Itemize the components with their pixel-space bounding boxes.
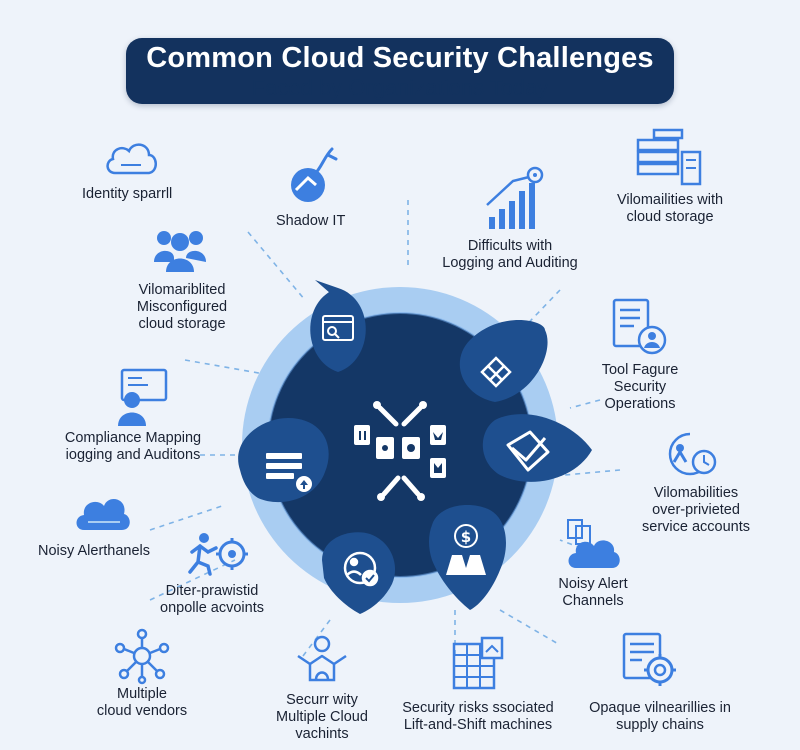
petal-user-check bbox=[322, 532, 396, 614]
connector-line bbox=[149, 504, 226, 531]
label-over-privileged-left: Diter-prawistid onpolle acvoints bbox=[160, 583, 264, 616]
label-over-privileged-accounts: Vilomabilities over-privieted service ac… bbox=[642, 485, 750, 535]
shadow-it-icon bbox=[291, 147, 338, 202]
label-multiple-cloud-vendors: Multiple cloud vendors bbox=[96, 686, 188, 719]
diamond-network-icon bbox=[480, 356, 512, 388]
grid-table-icon bbox=[452, 636, 504, 690]
label-security-multiple-cloud: Securr wity Multiple Cloud vachints bbox=[276, 692, 368, 742]
petal-diamond-network bbox=[459, 320, 548, 402]
browser-search-icon bbox=[322, 315, 354, 341]
label-misconfigured-cloud-storage: Vilomariblited Misconfigured cloud stora… bbox=[136, 282, 228, 332]
document-user-icon bbox=[612, 298, 667, 355]
person-raise-icon bbox=[297, 635, 347, 682]
connector-line bbox=[184, 359, 271, 376]
cloud-filled-icon bbox=[76, 499, 130, 530]
network-hub-icon bbox=[114, 628, 170, 685]
petal-dollar-user: $ bbox=[429, 505, 506, 610]
label-opaque-supply-chains: Opaque vilnearillies in supply chains bbox=[589, 700, 731, 733]
cloud-documents-icon bbox=[567, 519, 620, 568]
petal-browser-search bbox=[310, 280, 366, 372]
connector-line bbox=[564, 469, 621, 476]
security-tools-cluster-icon bbox=[354, 401, 446, 501]
server-stack-icon bbox=[636, 128, 702, 186]
label-tool-fatigue: Tool Fagure Security Operations bbox=[601, 362, 679, 412]
petal-check-shield bbox=[482, 414, 592, 482]
svg-text:$: $ bbox=[461, 528, 471, 546]
runner-gear-icon bbox=[188, 533, 248, 576]
label-vulnerabilities-cloud-storage: Vilomailities with cloud storage bbox=[616, 192, 724, 225]
server-upload-icon bbox=[266, 453, 312, 492]
clock-person-icon bbox=[668, 432, 717, 476]
bar-chart-growth-icon bbox=[486, 166, 544, 229]
page-title: Common Cloud Security Challenges bbox=[146, 42, 654, 74]
title-banner: Common Cloud Security Challenges bbox=[126, 38, 674, 104]
connector-line bbox=[511, 289, 561, 341]
label-compliance-mapping: Compliance Mapping iogging and Auditons bbox=[64, 430, 202, 463]
dollar-user-icon: $ bbox=[446, 524, 486, 575]
document-gear-icon bbox=[622, 632, 676, 686]
label-noisy-alert-channels-left: Noisy Alerthanels bbox=[38, 543, 151, 559]
connector-line bbox=[247, 231, 306, 301]
petal-server-upload bbox=[238, 418, 329, 503]
users-group-icon bbox=[154, 231, 206, 272]
label-identity-sprawl: Identity sparrll bbox=[82, 186, 173, 202]
user-check-icon bbox=[343, 551, 379, 587]
label-noisy-alert-channels-right: Noisy Alert Channels bbox=[558, 576, 628, 609]
label-lift-and-shift: Security risks ssociated Lift-and-Shift … bbox=[402, 700, 554, 733]
page-subtitle: Faced by Organizations Today bbox=[251, 75, 549, 100]
label-logging-auditing-difficulties: Difficults with Logging and Auditing bbox=[442, 238, 578, 271]
presenter-board-icon bbox=[118, 368, 168, 426]
cloud-outline-icon bbox=[106, 143, 157, 175]
connector-line bbox=[499, 609, 561, 646]
label-shadow-it: Shadow IT bbox=[276, 213, 346, 229]
check-shield-icon bbox=[506, 430, 550, 472]
